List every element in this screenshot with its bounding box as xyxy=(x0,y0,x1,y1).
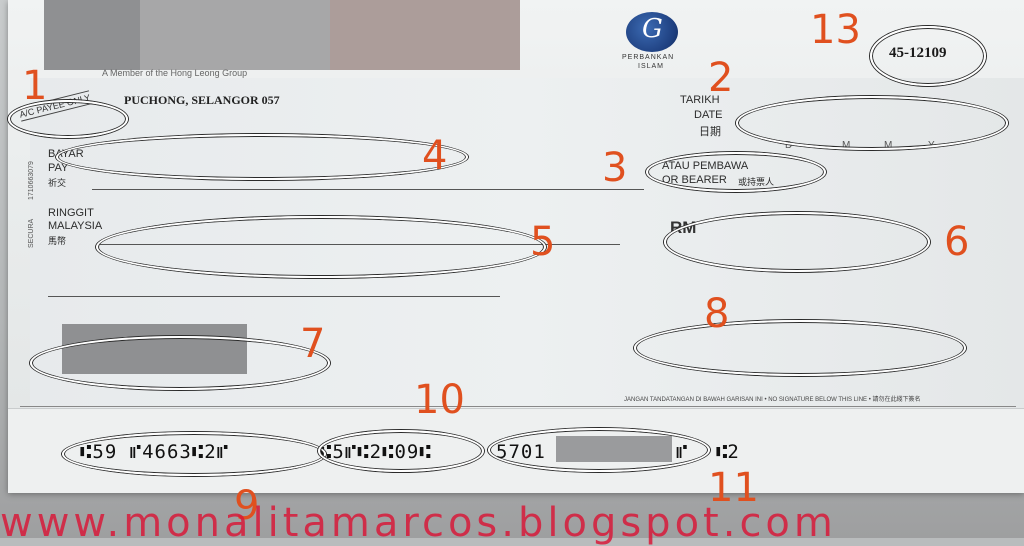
oval-micr-branch xyxy=(318,430,484,472)
annotation-5: 5 xyxy=(530,219,556,265)
pay-label: PAY xyxy=(48,162,69,174)
micr-transaction-code: ⑆2 xyxy=(716,441,739,463)
oval-date xyxy=(736,96,1008,150)
date-label: DATE xyxy=(694,109,723,121)
annotation-6: 6 xyxy=(944,219,970,265)
oval-micr-cheque-no xyxy=(62,432,326,476)
malaysia-label: MALAYSIA xyxy=(48,220,103,232)
annotation-11: 11 xyxy=(708,465,759,511)
amount-words-line-2 xyxy=(48,296,500,297)
oval-amount-words xyxy=(96,216,546,278)
oval-payee-only xyxy=(8,100,128,138)
watermark: www.monalitamarcos.blogspot.com xyxy=(0,500,837,546)
date-letter-d: D xyxy=(785,140,793,151)
ringgit-label: RINGGIT xyxy=(48,207,94,219)
side-secura: SECURA xyxy=(28,218,35,248)
redacted-logo xyxy=(44,0,140,70)
signature-note: JANGAN TANDATANGAN DI BAWAH GARISAN INI … xyxy=(624,397,921,403)
oval-amount-figures xyxy=(664,212,930,272)
bank-logo-icon xyxy=(626,12,678,52)
annotation-3: 3 xyxy=(602,145,628,191)
signature-line xyxy=(20,406,1016,407)
annotation-9: 9 xyxy=(234,483,260,529)
oval-bearer xyxy=(646,152,826,192)
annotation-1: 1 xyxy=(22,63,48,109)
branch-name: PUCHONG, SELANGOR 057 xyxy=(124,93,280,107)
annotation-8: 8 xyxy=(704,291,730,337)
ringgit-cn-label: 馬幣 xyxy=(48,236,67,246)
redacted-bank-name xyxy=(140,0,330,70)
annotation-7: 7 xyxy=(300,321,326,367)
oval-serial xyxy=(870,26,986,86)
member-text: A Member of the Hong Leong Group xyxy=(102,68,248,78)
annotation-13: 13 xyxy=(810,7,861,53)
oval-signature xyxy=(634,320,966,376)
bank-name-line2: ISLAM xyxy=(638,63,665,70)
payee-line xyxy=(92,189,644,190)
bank-logo-glyph: G xyxy=(642,14,663,44)
annotation-4: 4 xyxy=(422,133,448,179)
oval-account-name xyxy=(30,336,330,390)
pay-cn-label: 祈交 xyxy=(48,178,67,188)
tarikh-label: TARIKH xyxy=(680,94,720,106)
date-cn-label: 日期 xyxy=(699,126,721,138)
redacted-bank-name-2 xyxy=(330,0,520,70)
side-number: 1710663079 xyxy=(28,161,35,200)
oval-micr-account xyxy=(488,428,710,472)
annotation-2: 2 xyxy=(708,55,734,101)
bank-name-line1: PERBANKAN xyxy=(622,54,675,61)
annotation-10: 10 xyxy=(414,377,465,423)
oval-payee-name xyxy=(56,134,468,180)
